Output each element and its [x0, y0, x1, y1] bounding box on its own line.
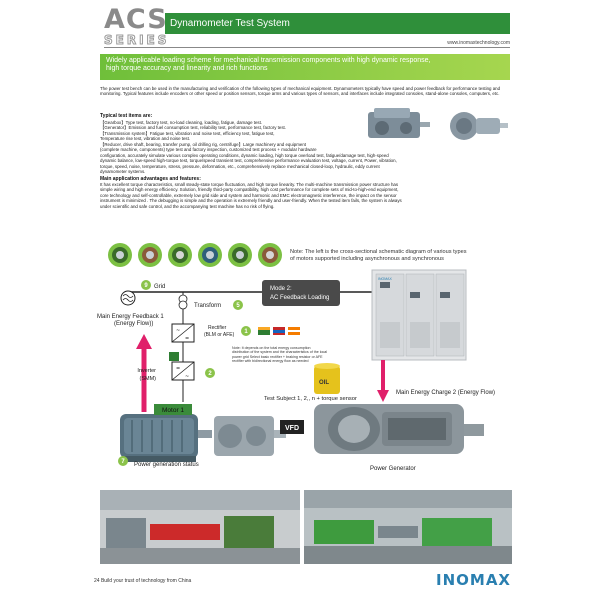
test-bench-photo-2 — [304, 490, 512, 564]
inverter-sub: (SMM) — [140, 376, 157, 382]
advantage-line: core technology and self-controllable, e… — [100, 192, 397, 198]
vfd-label: VFD — [285, 425, 299, 432]
oil-barrel-icon: OIL — [314, 363, 340, 394]
footer-page-text: 24 Build your trust of technology from C… — [94, 578, 192, 584]
transform-number-badge: 5 — [233, 300, 243, 310]
rectifier-number: 1 — [244, 329, 248, 335]
test-line: Temperature rise test, vibration and noi… — [100, 136, 191, 142]
motor-section-icon — [198, 243, 222, 267]
diagram-note-line-1: Note: The left is the cross-sectional sc… — [290, 249, 467, 255]
inverter-number: 2 — [208, 371, 212, 377]
test-line: torque, speed, noise, temperature, stres… — [100, 163, 380, 169]
mode-subtitle: AC Feedback Loading — [270, 295, 329, 301]
gearbox-image-1 — [368, 108, 430, 138]
rectifier-sub: (BLM or AFE) — [204, 332, 235, 338]
transformer-icon — [178, 294, 188, 310]
inverter-icon: = ~ — [171, 361, 195, 381]
intro-paragraph: The power test bench can be used in the … — [100, 86, 501, 97]
series-logo: SERIES — [103, 33, 170, 48]
test-items-top: 【Gearbox】Type test, factory test, no-loa… — [100, 120, 360, 142]
system-diagram: Note: The left is the cross-sectional sc… — [97, 243, 495, 472]
cabinet-brand: INOMAX — [378, 277, 392, 281]
diagram-note-line-2: of motors supported including asynchrono… — [290, 256, 444, 262]
svg-text:~: ~ — [185, 374, 189, 380]
acs-logo: ACS — [104, 4, 168, 35]
rectifier-icon: ~ = — [171, 323, 195, 343]
inverter-label: Inverter — [137, 368, 156, 374]
advantages-text: It has excellent torque characteristics,… — [100, 182, 512, 209]
rectifier-label: Rectifier — [208, 325, 227, 331]
power-status-number: 7 — [121, 459, 125, 465]
power-generator-image — [314, 404, 484, 454]
mode-box — [262, 280, 340, 306]
headline-banner: Widely applicable loading scheme for mec… — [100, 54, 510, 80]
mode-title: Mode 2: — [270, 286, 292, 292]
motor-section-icon — [108, 243, 132, 267]
advantage-line: instrument is minimized . The debugging … — [100, 198, 402, 204]
advantages-heading: Main application advantages and features… — [100, 176, 201, 182]
grid-number: 9 — [144, 283, 148, 289]
grid-symbol-icon — [120, 290, 136, 306]
banner-line-2: high torque accuracy and linearity and r… — [106, 65, 268, 72]
test-items-bottom: 【Reducer, drive shaft, bearing, transfer… — [100, 142, 512, 174]
power-status-badge: 7 — [118, 456, 128, 466]
motor-section-icon — [138, 243, 162, 267]
test-bench-photo-1 — [100, 490, 300, 564]
oil-label: OIL — [319, 380, 329, 386]
motor-section-icon — [168, 243, 192, 267]
energy-flow-label: (Energy Flow)) — [114, 321, 153, 327]
test-line: (complete machine, components) type test… — [100, 147, 317, 153]
page-title: Dynamometer Test System — [170, 18, 290, 29]
advantage-line: It has excellent torque characteristics,… — [100, 182, 399, 187]
footer-logo: INOMAX — [436, 571, 511, 589]
website-url: www.inomaxtechnology.com — [447, 40, 510, 46]
inverter-status-icon — [169, 352, 179, 361]
test-gearbox-image — [214, 416, 286, 456]
advantage-line: under scientific and safe control, and t… — [100, 203, 275, 209]
test-subject-label: Test Subject 1, 2,, n + torque sensor — [264, 396, 357, 402]
gearbox-photos — [368, 108, 508, 140]
rectifier-note: Note: It depends on the total energy con… — [232, 346, 327, 363]
grid-label: Grid — [154, 284, 165, 290]
banner-line-1: Widely applicable loading scheme for mec… — [106, 57, 431, 64]
power-status-label: Power generation status — [134, 462, 199, 468]
test-items-heading: Typical test items are: — [100, 113, 153, 119]
test-line: dynamic balance, low-speed high-torque t… — [100, 158, 397, 164]
feedback-arrow-up-icon — [136, 334, 152, 349]
rectifier-number-badge: 1 — [241, 326, 251, 336]
test-line: 【Generator】Emission and fuel consumption… — [100, 125, 286, 131]
grid-number-badge: 9 — [141, 280, 151, 290]
motor-label-box — [154, 404, 192, 415]
test-line: 【Gearbox】Type test, factory test, no-loa… — [100, 120, 263, 125]
motor-section-icon — [228, 243, 252, 267]
flag-icons — [258, 327, 300, 335]
gearbox-image-2 — [450, 112, 508, 140]
title-bar: Dynamometer Test System — [165, 13, 510, 34]
test-line: 【Reducer, drive shaft, bearing, transfer… — [100, 142, 306, 147]
motor-section-icon — [258, 243, 282, 267]
transform-number: 5 — [236, 303, 240, 309]
vfd-cabinet-image: INOMAX — [371, 269, 467, 361]
advantage-line: simple wiring and high energy efficiency… — [100, 187, 399, 193]
header-divider — [104, 47, 510, 48]
vfd-box — [280, 420, 304, 434]
svg-text:=: = — [176, 366, 180, 372]
test-line: dynamometer systems. — [100, 169, 146, 175]
charge-arrow-down-icon — [377, 390, 389, 402]
energy-charge-label: Main Energy Charge 2 (Energy Flow) — [396, 390, 495, 396]
test-line: 【Transmission system】Fatigue test, vibra… — [100, 130, 275, 136]
svg-text:=: = — [185, 336, 189, 342]
inverter-number-badge: 2 — [205, 368, 215, 378]
test-line: configuration, accurately simulate vario… — [100, 152, 389, 158]
motor-image — [120, 414, 212, 462]
svg-text:~: ~ — [176, 328, 180, 334]
power-generator-label: Power Generator — [370, 466, 416, 472]
motor-cross-sections — [108, 243, 282, 267]
transform-label: Transform — [194, 303, 221, 309]
energy-feedback-label: Main Energy Feedback 1 — [97, 314, 164, 320]
motor-label: Motor 1 — [162, 407, 184, 414]
